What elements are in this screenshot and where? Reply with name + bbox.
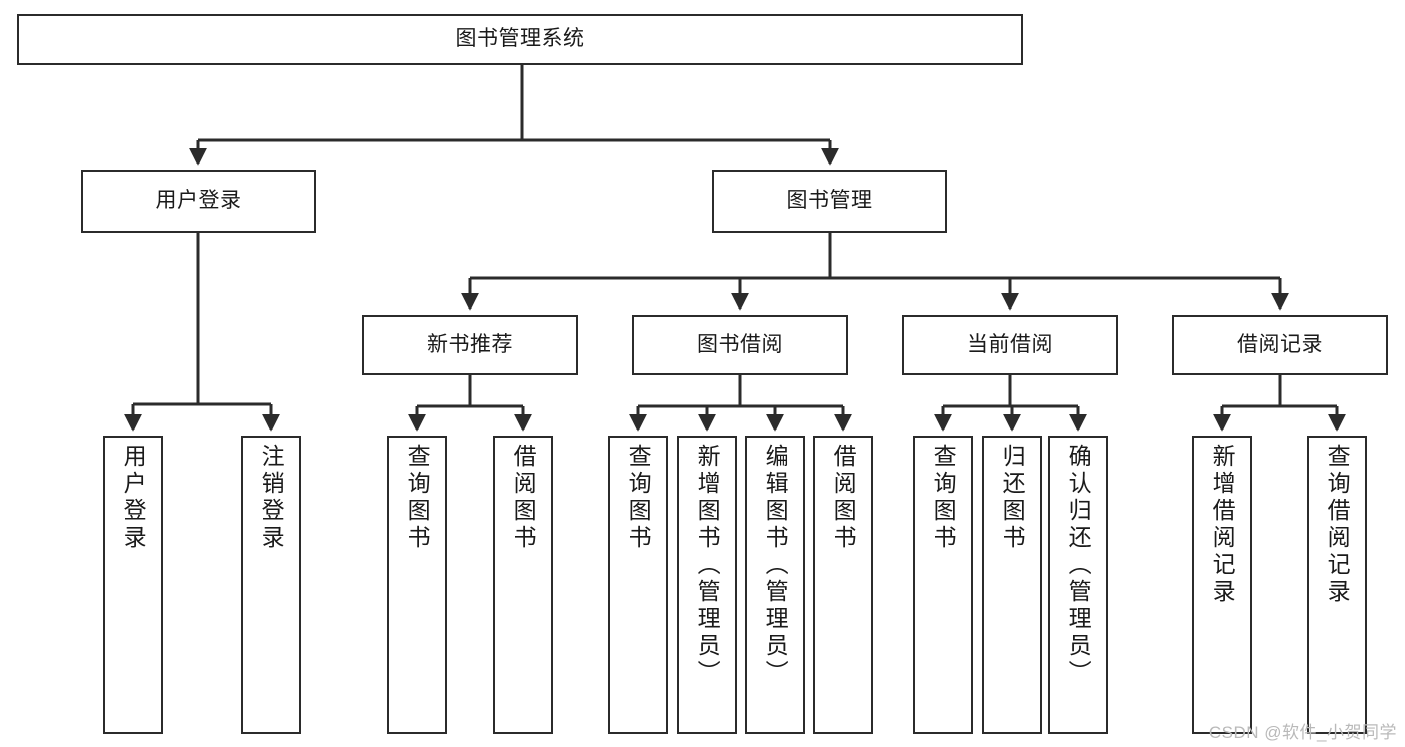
node-root[interactable]: 图书管理系统 (17, 14, 1023, 65)
node-leaf-borrow-book-1[interactable]: 借阅图书 (493, 436, 553, 734)
node-leaf-confirm-return[interactable]: 确认归还（管理员） (1048, 436, 1108, 734)
node-leaf-query-record-label: 查询借阅记录 (1324, 444, 1351, 606)
node-book-borrow-label: 图书借阅 (697, 332, 783, 356)
node-leaf-return-book-label: 归还图书 (999, 444, 1026, 552)
node-leaf-add-book-label: 新增图书（管理员） (694, 444, 721, 687)
node-leaf-query-book-3-label: 查询图书 (930, 444, 957, 552)
node-leaf-query-book-1[interactable]: 查询图书 (387, 436, 447, 734)
node-borrow-record-label: 借阅记录 (1237, 332, 1323, 356)
node-leaf-confirm-return-label: 确认归还（管理员） (1065, 444, 1092, 687)
node-leaf-user-login-label: 用户登录 (120, 444, 147, 552)
node-leaf-add-book[interactable]: 新增图书（管理员） (677, 436, 737, 734)
node-leaf-borrow-book-1-label: 借阅图书 (510, 444, 537, 552)
node-leaf-query-book-1-label: 查询图书 (404, 444, 431, 552)
node-leaf-logout[interactable]: 注销登录 (241, 436, 301, 734)
node-leaf-add-record[interactable]: 新增借阅记录 (1192, 436, 1252, 734)
node-leaf-borrow-book-2-label: 借阅图书 (830, 444, 857, 552)
watermark: CSDN @软件_小贺同学 (1208, 723, 1397, 742)
node-current-borrow-label: 当前借阅 (967, 332, 1053, 356)
node-current-borrow[interactable]: 当前借阅 (902, 315, 1118, 375)
node-book-manage-label: 图书管理 (786, 189, 873, 213)
node-leaf-edit-book-label: 编辑图书（管理员） (762, 444, 789, 687)
node-user-login[interactable]: 用户登录 (81, 170, 316, 233)
node-book-borrow[interactable]: 图书借阅 (632, 315, 848, 375)
node-new-book-recommend-label: 新书推荐 (427, 332, 513, 356)
node-user-login-label: 用户登录 (155, 189, 242, 213)
node-leaf-add-record-label: 新增借阅记录 (1209, 444, 1236, 606)
node-new-book-recommend[interactable]: 新书推荐 (362, 315, 578, 375)
node-borrow-record[interactable]: 借阅记录 (1172, 315, 1388, 375)
node-leaf-query-record[interactable]: 查询借阅记录 (1307, 436, 1367, 734)
node-leaf-query-book-2-label: 查询图书 (625, 444, 652, 552)
node-leaf-return-book[interactable]: 归还图书 (982, 436, 1042, 734)
node-leaf-borrow-book-2[interactable]: 借阅图书 (813, 436, 873, 734)
node-book-manage[interactable]: 图书管理 (712, 170, 947, 233)
node-leaf-user-login[interactable]: 用户登录 (103, 436, 163, 734)
node-leaf-query-book-3[interactable]: 查询图书 (913, 436, 973, 734)
node-leaf-edit-book[interactable]: 编辑图书（管理员） (745, 436, 805, 734)
node-leaf-query-book-2[interactable]: 查询图书 (608, 436, 668, 734)
node-root-label: 图书管理系统 (455, 27, 585, 51)
node-leaf-logout-label: 注销登录 (258, 444, 285, 552)
